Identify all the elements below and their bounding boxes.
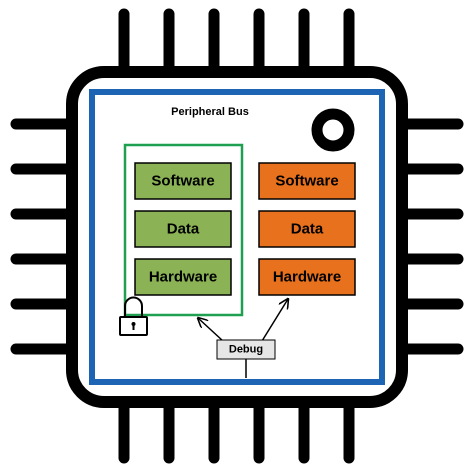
insecure-data-label: Data — [291, 221, 324, 238]
chip-body — [66, 66, 408, 408]
secure-hardware-box: Hardware — [134, 258, 232, 296]
insecure-hardware-label: Hardware — [273, 269, 341, 286]
lock-icon — [119, 296, 148, 336]
secure-data-label: Data — [167, 221, 200, 238]
chip-pins — [10, 8, 464, 464]
peripheral-bus-border — [89, 89, 385, 385]
insecure-data-box: Data — [258, 210, 356, 248]
secure-software-box: Software — [134, 162, 232, 200]
peripheral-bus-label: Peripheral Bus — [171, 106, 249, 118]
secure-region-border — [123, 143, 244, 317]
pin1-marker-icon — [311, 108, 355, 152]
insecure-software-box: Software — [258, 162, 356, 200]
debug-box: Debug — [216, 339, 276, 360]
secure-data-box: Data — [134, 210, 232, 248]
insecure-software-label: Software — [275, 173, 338, 190]
debug-label: Debug — [229, 344, 263, 356]
insecure-hardware-box: Hardware — [258, 258, 356, 296]
secure-hardware-label: Hardware — [149, 269, 217, 286]
secure-software-label: Software — [151, 173, 214, 190]
debug-connectors — [198, 299, 288, 378]
